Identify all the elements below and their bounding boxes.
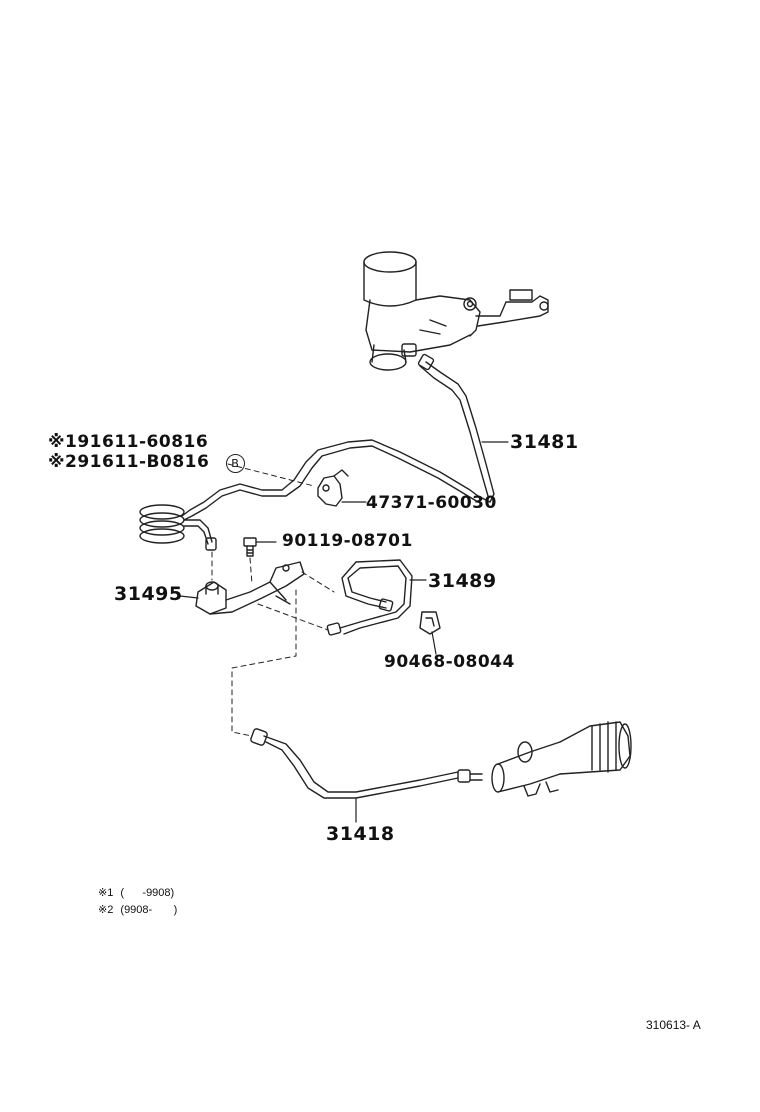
clamp-47371	[317, 469, 349, 507]
bolt-90119	[243, 537, 257, 557]
coiled-tube	[139, 504, 217, 551]
note-1: ※1 ( -9908)	[98, 886, 174, 899]
label-31418: 31418	[326, 823, 395, 845]
dashed-reference-lines	[211, 463, 335, 737]
label-90119-08701: 90119-08701	[282, 531, 413, 551]
circle-b-marker: B	[225, 454, 245, 473]
release-cylinder	[491, 721, 632, 797]
bracket-union-31495	[195, 561, 305, 615]
leader-lines	[179, 441, 509, 823]
note-2-range: (9908- )	[120, 904, 178, 916]
clutch-tube-to-coil	[181, 439, 479, 521]
clutch-tube-31489	[326, 559, 413, 636]
label-291611-b0816: ※291611-B0816 B	[48, 452, 245, 473]
clutch-hose-31418	[250, 728, 483, 799]
note-2: ※2 (9908- )	[98, 903, 177, 916]
note-1-mark: ※1	[98, 887, 114, 899]
label-291611-b0816-text: ※291611-B0816	[48, 452, 210, 472]
label-31481: 31481	[510, 431, 579, 453]
figure-code: 310613- A	[646, 1018, 701, 1032]
label-47371-60030: 47371-60030	[366, 493, 497, 513]
clutch-master-cylinder	[363, 251, 549, 371]
label-191611-60816: ※191611-60816	[48, 432, 209, 452]
clip-90468	[419, 611, 441, 635]
note-2-mark: ※2	[98, 904, 114, 916]
clutch-tube-31481	[417, 353, 495, 503]
label-31489: 31489	[428, 570, 497, 592]
label-90468-08044: 90468-08044	[384, 652, 515, 672]
label-31495: 31495	[114, 583, 183, 605]
note-1-range: ( -9908)	[120, 887, 175, 899]
